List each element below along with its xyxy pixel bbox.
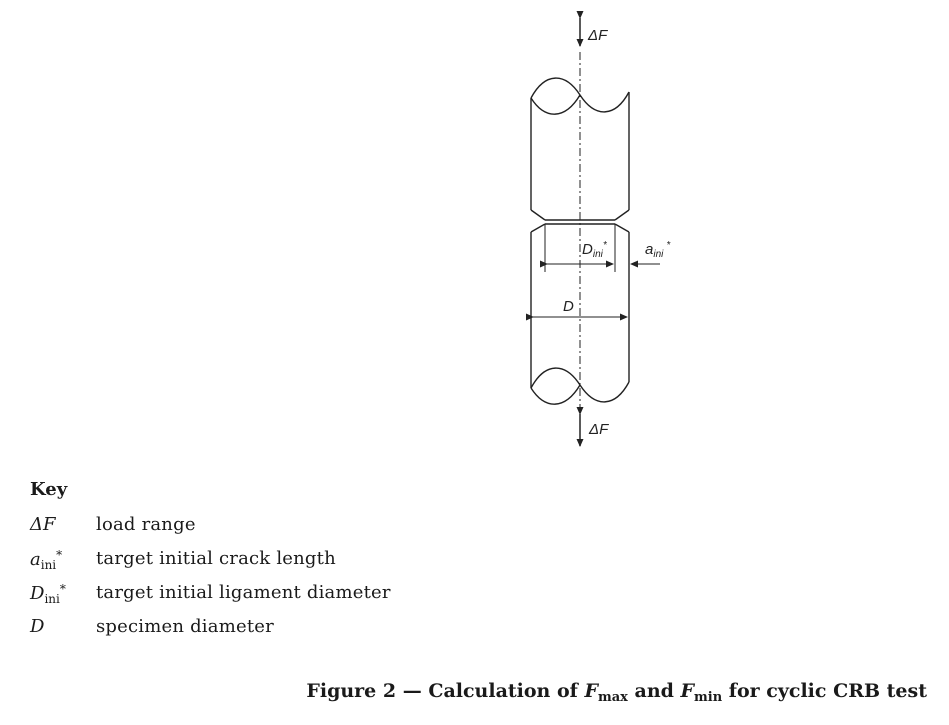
key-symbol: aini* xyxy=(30,548,63,572)
crb-specimen-diagram: ΔF Dini* aini* D xyxy=(526,11,671,447)
key-description: load range xyxy=(96,514,196,535)
key-symbol: ΔF xyxy=(30,514,56,535)
key-symbol: D xyxy=(30,616,45,637)
key-heading: Key xyxy=(30,479,68,500)
bottom-force-label: ΔF xyxy=(588,421,609,438)
specimen-diameter-label: D xyxy=(563,298,574,315)
top-force-label: ΔF xyxy=(587,27,608,44)
key-description: target initial ligament diameter xyxy=(96,582,391,603)
upper-specimen-part xyxy=(530,77,630,210)
ligament-diameter-label: Dini* xyxy=(582,240,608,260)
crack-length-label: aini* xyxy=(645,240,671,260)
ligament-diameter-dimension xyxy=(540,224,616,272)
key-description: target initial crack length xyxy=(96,548,336,569)
key-symbol: Dini* xyxy=(30,582,66,606)
figure-caption: Figure 2 — Calculation of Fmax and Fmin … xyxy=(306,680,927,705)
crack-length-dimension xyxy=(628,232,660,272)
key-description: specimen diameter xyxy=(96,616,274,637)
